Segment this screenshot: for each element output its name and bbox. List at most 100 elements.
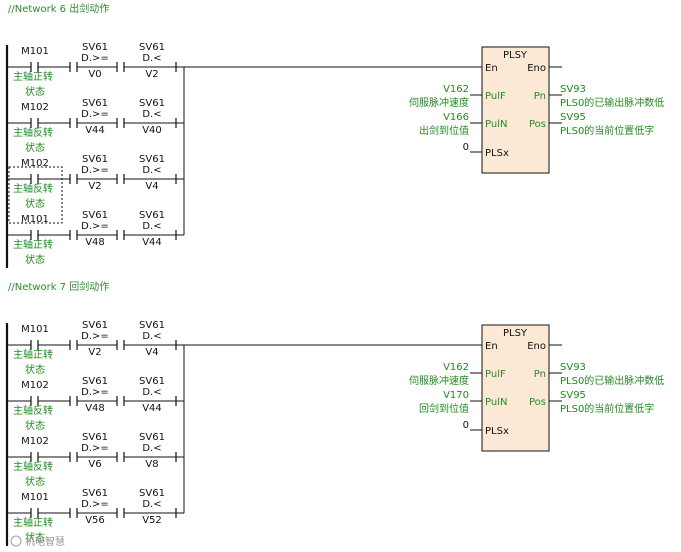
input-comment: 伺服脉冲速度	[409, 96, 469, 109]
compare-operand: SV61	[139, 488, 165, 499]
coil-comment: 主轴反转	[13, 460, 53, 473]
coil-comment: 主轴正转	[13, 516, 53, 529]
compare-operand: SV61	[139, 376, 165, 387]
pin-en: En	[485, 341, 498, 352]
compare-operand: SV61	[139, 320, 165, 331]
coil-comment: 主轴正转	[13, 70, 53, 83]
coil-comment: 主轴正转	[13, 348, 53, 361]
output-comment: PLS0的已输出脉冲数低	[560, 374, 664, 387]
compare-operand: SV61	[82, 320, 108, 331]
compare-operand: SV61	[82, 210, 108, 221]
compare-value: V4	[145, 181, 158, 192]
output-comment: PLS0的当前位置低字	[560, 124, 654, 137]
pin-pn: Pn	[534, 91, 546, 102]
compare-operator: D.<	[142, 331, 161, 342]
compare-value: V2	[88, 181, 101, 192]
coil-comment: 主轴正转	[13, 238, 53, 251]
output-operand: SV95	[560, 112, 586, 123]
compare-operator: D.<	[142, 109, 161, 120]
network-comment: //Network 7 回剑动作	[8, 280, 109, 293]
compare-value: V2	[88, 347, 101, 358]
compare-operator: D.>=	[81, 109, 109, 120]
input-operand: V162	[443, 84, 469, 95]
compare-operand: SV61	[139, 42, 165, 53]
compare-value: V52	[142, 515, 162, 526]
input-operand: V170	[443, 390, 469, 401]
coil-address: M102	[21, 102, 49, 113]
compare-operator: D.<	[142, 443, 161, 454]
pin-plsx: PLSx	[485, 148, 509, 159]
coil-comment: 状态	[25, 85, 45, 98]
coil-address: M102	[21, 158, 49, 169]
input-operand: 0	[463, 420, 469, 431]
selection-box	[8, 166, 63, 224]
coil-comment: 状态	[25, 141, 45, 154]
pin-puln: PulN	[485, 397, 507, 408]
compare-operand: SV61	[139, 98, 165, 109]
watermark-text: 机电智慧	[25, 535, 65, 548]
coil-comment: 状态	[25, 197, 45, 210]
coil-address: M101	[21, 324, 49, 335]
output-comment: PLS0的当前位置低字	[560, 402, 654, 415]
compare-operator: D.>=	[81, 499, 109, 510]
pin-pos: Pos	[529, 119, 546, 130]
compare-operator: D.<	[142, 221, 161, 232]
compare-operand: SV61	[82, 488, 108, 499]
coil-comment: 状态	[25, 475, 45, 488]
network-6: //Network 6 出剑动作M101主轴正转状态SV61D.>=V0SV61…	[5, 2, 664, 268]
compare-value: V44	[142, 403, 162, 414]
coil-address: M102	[21, 380, 49, 391]
compare-operator: D.>=	[81, 53, 109, 64]
coil-comment: 状态	[25, 363, 45, 376]
block-title: PLSY	[503, 328, 528, 339]
input-operand: V166	[443, 112, 469, 123]
watermark: 机电智慧	[10, 535, 65, 548]
coil-address: M101	[21, 46, 49, 57]
compare-operand: SV61	[139, 210, 165, 221]
coil-comment: 状态	[25, 419, 45, 432]
pin-en: En	[485, 63, 498, 74]
network-comment: //Network 6 出剑动作	[8, 2, 109, 15]
input-operand: 0	[463, 142, 469, 153]
compare-value: V6	[88, 459, 101, 470]
output-comment: PLS0的已输出脉冲数低	[560, 96, 664, 109]
compare-value: V48	[85, 237, 105, 248]
pin-pulf: PulF	[485, 91, 506, 102]
block-body	[481, 46, 550, 174]
pin-eno: Eno	[527, 63, 546, 74]
pin-puln: PulN	[485, 119, 507, 130]
output-operand: SV95	[560, 390, 586, 401]
coil-address: M101	[21, 492, 49, 503]
input-comment: 出剑到位值	[419, 124, 469, 137]
compare-operator: D.>=	[81, 331, 109, 342]
compare-value: V2	[145, 69, 158, 80]
compare-operator: D.>=	[81, 221, 109, 232]
block-body	[481, 324, 550, 452]
compare-operator: D.>=	[81, 443, 109, 454]
compare-value: V4	[145, 347, 158, 358]
input-comment: 回剑到位值	[419, 402, 469, 415]
coil-comment: 状态	[25, 253, 45, 266]
output-operand: SV93	[560, 362, 586, 373]
compare-value: V8	[145, 459, 158, 470]
compare-operator: D.>=	[81, 165, 109, 176]
compare-operator: D.<	[142, 387, 161, 398]
coil-comment: 状态	[25, 531, 45, 544]
pin-pn: Pn	[534, 369, 546, 380]
input-comment: 伺服脉冲速度	[409, 374, 469, 387]
compare-value: V44	[142, 237, 162, 248]
compare-value: V56	[85, 515, 105, 526]
compare-value: V48	[85, 403, 105, 414]
compare-operand: SV61	[82, 432, 108, 443]
